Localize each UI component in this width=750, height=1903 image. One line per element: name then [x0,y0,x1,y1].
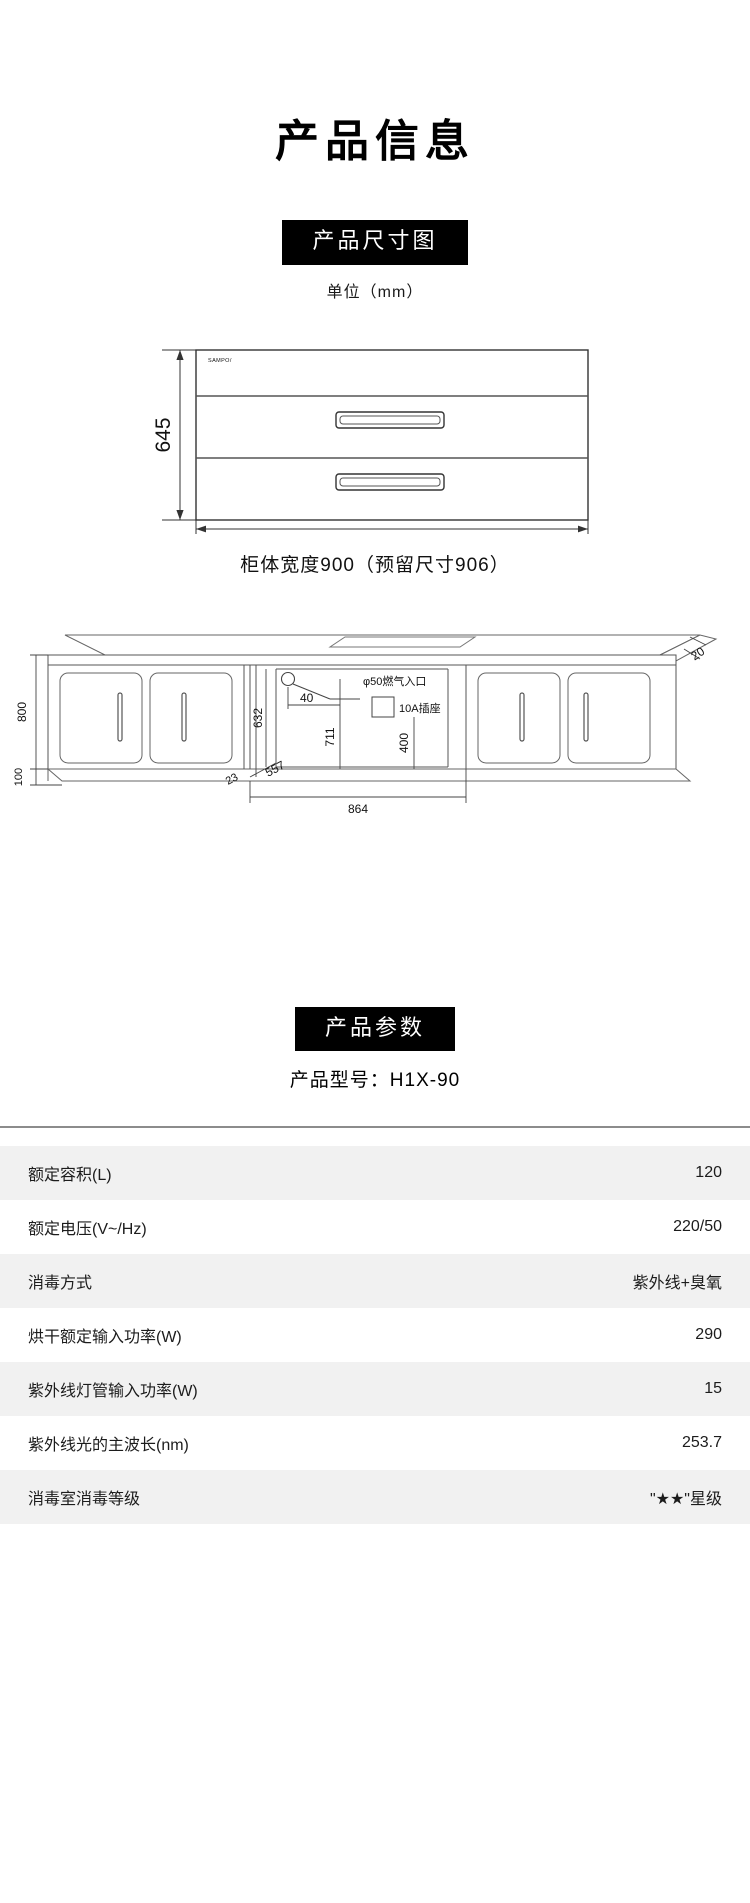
cabinet-door-2 [149,672,233,764]
rule-cell [0,1125,750,1128]
front-view-height-label: 645 [152,417,175,452]
param-row: 消毒室消毒等级"★★"星级 [0,1469,750,1524]
param-value: "★★"星级 [456,1469,750,1524]
upper-drawer-handle [335,410,445,429]
gas-offset-label: 40 [300,691,314,705]
opening-width-label: 864 [348,802,368,816]
param-value: 290 [456,1307,750,1362]
param-value: 120 [456,1145,750,1200]
gas-inlet-icon [280,671,296,686]
lower-drawer-handle [335,472,445,491]
product-model-label: 产品型号：H1X-90 [289,1069,461,1091]
param-row: 紫外线光的主波长(nm)253.7 [0,1415,750,1470]
param-name: 额定电压(V~/Hz) [0,1199,457,1254]
gas-inlet-label: φ50燃气入口 [363,674,426,688]
params-table-top-rule [0,1125,750,1128]
cabinet-door-3 [477,672,561,764]
socket-height-label: 400 [397,732,411,752]
unit-note: 单位（mm） [326,283,424,301]
cabinet-installation-svg: φ50燃气入口 40 10A插座 632 711 400 557 [13,634,718,816]
arrow-right-icon [578,525,588,532]
arrow-up-icon [176,349,184,360]
gap-left-label: 23 [224,771,240,787]
param-name: 消毒方式 [0,1253,457,1308]
cabinet-door-4 [567,672,651,764]
params-table [0,1125,750,1128]
param-value: 220/50 [456,1199,750,1254]
param-name: 紫外线灯管输入功率(W) [0,1361,457,1416]
params-badge-wrap: 产品参数 [0,1006,750,1051]
socket-label: 10A插座 [399,701,441,715]
front-view-svg: 645 SAMPO/ [152,348,589,534]
socket-icon [371,696,395,718]
param-name: 消毒室消毒等级 [0,1469,457,1524]
front-view-diagram: 645 SAMPO/ 柜体宽度900（预留尺寸906） [0,338,750,577]
page-title: 产品信息 [275,117,475,166]
param-row: 额定电压(V~/Hz)220/50 [0,1199,750,1254]
param-row: 紫外线灯管输入功率(W)15 [0,1361,750,1416]
params-table-body [0,1125,750,1128]
param-value: 15 [456,1361,750,1416]
mid-height-label: 711 [323,727,337,746]
arrow-down-icon [176,509,184,520]
param-value: 253.7 [456,1415,750,1470]
door-handle-1 [117,691,123,742]
param-row: 烘干额定输入功率(W)290 [0,1307,750,1362]
opening-height-label: 632 [251,707,265,727]
params-gap [0,1128,750,1146]
dimension-badge-wrap: 产品尺寸图 [0,220,750,265]
cabinet-body [195,348,589,521]
param-name: 额定容积(L) [0,1145,457,1200]
brand-mark: SAMPO/ [208,358,232,364]
cabinet-door-1 [59,672,143,764]
door-handle-2 [181,691,187,742]
door-handle-4 [583,691,589,742]
cabinet-installation-diagram: φ50燃气入口 40 10A插座 632 711 400 557 [0,617,750,877]
param-row: 额定容积(L)120 [0,1145,750,1200]
front-view-caption: 柜体宽度900（预留尺寸906） [240,554,510,576]
door-handle-3 [519,691,525,742]
param-row: 消毒方式紫外线+臭氧 [0,1253,750,1308]
param-name: 紫外线光的主波长(nm) [0,1415,457,1470]
dimension-section-badge: 产品尺寸图 [282,220,468,265]
arrow-left-icon [196,525,206,532]
params-section-badge: 产品参数 [294,1006,455,1051]
param-name: 烘干额定输入功率(W) [0,1307,457,1362]
param-value: 紫外线+臭氧 [456,1253,750,1308]
plinth-height-label: 100 [13,767,25,785]
total-height-label: 800 [15,701,29,721]
